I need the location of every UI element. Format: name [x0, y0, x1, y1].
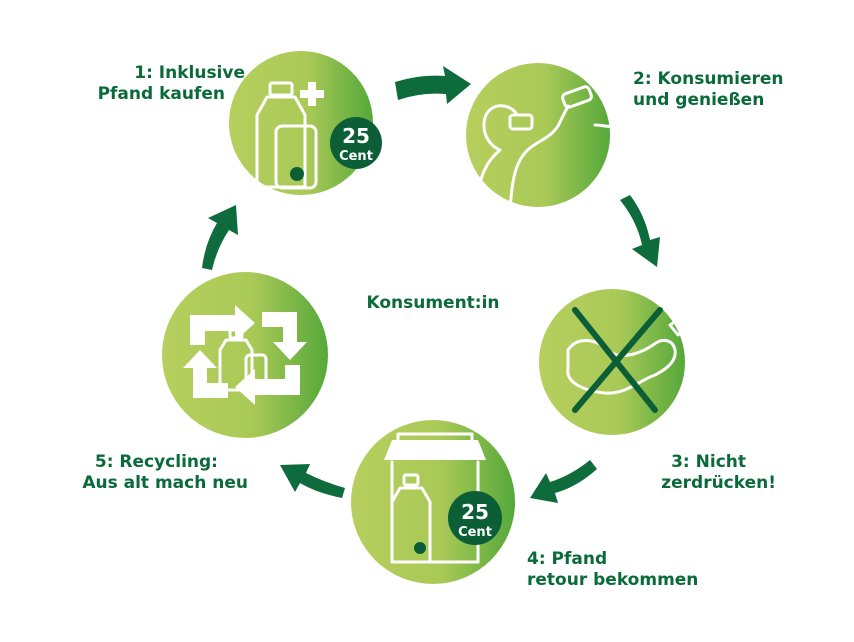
step-3-label-line2: zerdrücken!: [661, 473, 776, 493]
arrow-1-to-2: [395, 66, 471, 104]
step-2-label-line2: und genießen: [633, 90, 764, 110]
arrow-5-to-1: [202, 205, 238, 270]
coin-badge: [330, 117, 382, 169]
coin-badge-return: [448, 491, 502, 545]
arrow-2-to-3: [620, 195, 660, 267]
bottle-can-plus-icon: [255, 81, 324, 190]
step-5: 5: Recycling: Aus alt mach neu: [82, 272, 328, 493]
coin-unit: Cent: [339, 149, 373, 164]
step-4-label-line1: 4: Pfand: [527, 549, 607, 569]
step-1-label-line2: Pfand kaufen: [98, 84, 225, 104]
step-1-label-line1: 1: Inklusive: [134, 63, 245, 83]
step-1: 25 Cent 1: Inklusive Pfand kaufen: [98, 51, 382, 195]
arrow-4-to-5: [280, 464, 345, 498]
step-4: 25 Cent 4: Pfand retour bekommen: [351, 420, 698, 590]
arrow-3-to-4: [530, 460, 597, 503]
crushed-bottle-crossed-icon: [566, 307, 690, 413]
recycle-icon: [183, 305, 307, 405]
step-4-label-line2: retour bekommen: [527, 570, 698, 590]
step-3: 3: Nicht zerdrücken!: [539, 289, 776, 493]
coin-amount: 25: [342, 124, 370, 148]
step-5-label-line2: Aus alt mach neu: [82, 473, 248, 493]
step-5-label-line1: 5: Recycling:: [95, 452, 218, 472]
coin-unit-return: Cent: [458, 525, 492, 540]
step-3-label-line1: 3: Nicht: [671, 452, 746, 472]
step-2: 2: Konsumieren und genießen: [466, 63, 784, 212]
people-drinking-icon: [476, 85, 621, 212]
step-2-label-line1: 2: Konsumieren: [633, 69, 784, 89]
step-5-circle: [162, 272, 328, 438]
center-title: Konsument:in: [366, 293, 499, 313]
step-2-circle: [466, 63, 610, 207]
coin-amount-return: 25: [461, 500, 489, 524]
